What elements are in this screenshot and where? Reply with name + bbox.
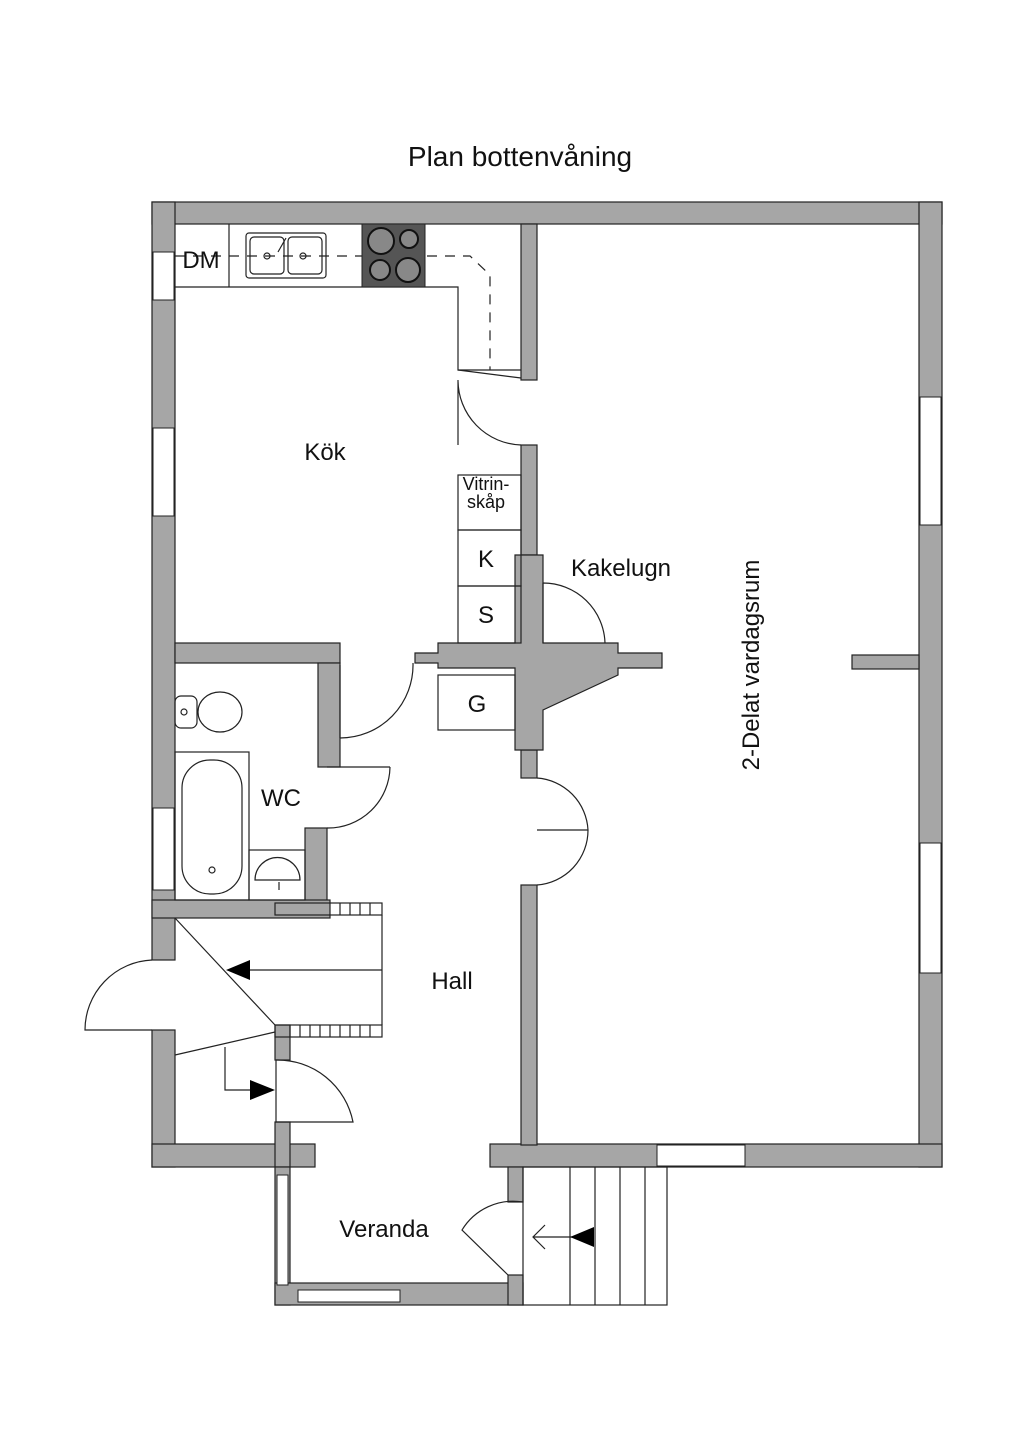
windows xyxy=(152,251,942,1303)
cabinets xyxy=(437,474,522,731)
bathroom-fixtures xyxy=(174,691,306,901)
fridge-label: K xyxy=(478,546,494,573)
staircase xyxy=(174,902,668,1306)
kakelugn-label: Kakelugn xyxy=(571,555,671,582)
room-label-wc: WC xyxy=(261,785,301,812)
room-label-hall: Hall xyxy=(431,968,472,995)
wardrobe-label: G xyxy=(468,691,487,718)
entry-arrow-icon xyxy=(570,1227,594,1247)
room-label-kok: Kök xyxy=(304,439,346,466)
stove-icon xyxy=(361,223,426,288)
room-label-veranda: Veranda xyxy=(339,1216,429,1243)
freezer-label: S xyxy=(478,602,494,629)
vitrinskap-label-2: skåp xyxy=(467,492,505,512)
walls xyxy=(151,201,943,1306)
arrow-left-icon xyxy=(226,960,250,980)
vitrinskap-label-1: Vitrin- xyxy=(463,474,510,494)
doors xyxy=(84,379,606,1276)
room-label-vardagsrum: 2-Delat vardagsrum xyxy=(738,560,765,771)
dishwasher-label: DM xyxy=(182,247,219,274)
kitchen-counter xyxy=(175,224,522,379)
plan-title: Plan bottenvåning xyxy=(408,141,632,172)
arrow-right-icon xyxy=(250,1080,275,1100)
sink-icon xyxy=(245,232,327,279)
